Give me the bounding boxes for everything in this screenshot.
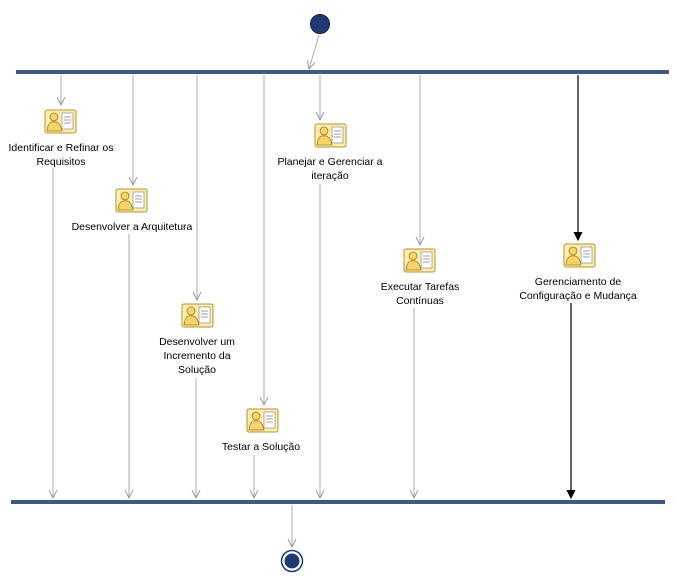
- activity-label-inc[interactable]: Desenvolver um Incremento da Solução: [159, 336, 235, 376]
- task-icon[interactable]: [563, 243, 596, 268]
- activity-label-arq[interactable]: Desenvolver a Arquitetura: [71, 221, 193, 233]
- task-icon[interactable]: [246, 408, 279, 433]
- activity-label-test[interactable]: Testar a Solução: [221, 441, 301, 453]
- activity-label-ger[interactable]: Gerenciamento de Configuração e Mudança: [519, 276, 637, 302]
- task-icon[interactable]: [403, 248, 436, 273]
- activity-label-exec[interactable]: Executar Tarefas Contínuas: [380, 281, 460, 307]
- task-icon[interactable]: [44, 109, 77, 134]
- task-icon[interactable]: [314, 123, 347, 148]
- activity-label-plan[interactable]: Planejar e Gerenciar a iteração: [277, 156, 383, 182]
- join-bar[interactable]: [11, 500, 665, 504]
- activity-label-req[interactable]: Identificar e Refinar os Requisitos: [8, 142, 114, 168]
- start-node[interactable]: [310, 14, 330, 34]
- task-icon[interactable]: [181, 303, 214, 328]
- fork-bar[interactable]: [16, 70, 669, 74]
- task-icon[interactable]: [115, 188, 148, 213]
- end-node[interactable]: [280, 549, 304, 573]
- flow-start-to-fork: [309, 34, 320, 69]
